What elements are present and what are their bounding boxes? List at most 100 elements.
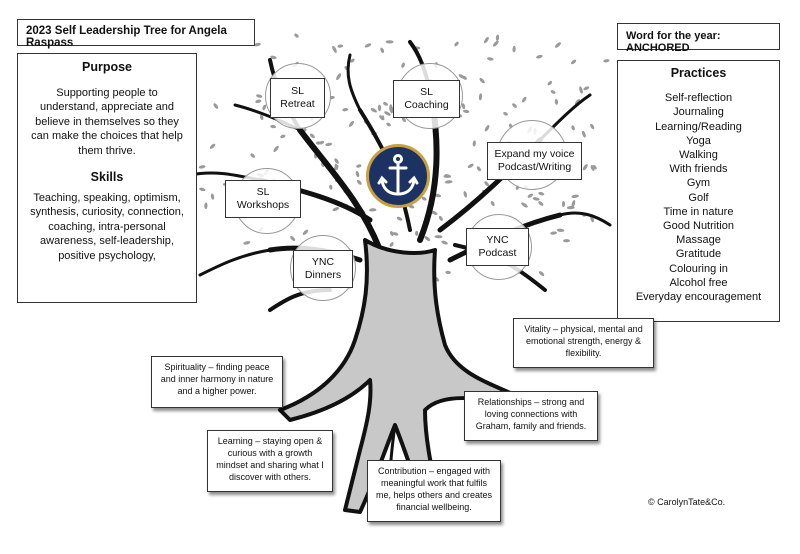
leaf-icon	[389, 231, 394, 236]
leaf-icon	[484, 125, 490, 132]
leaf-icon	[209, 143, 216, 149]
leaf-icon	[256, 94, 263, 98]
leaf-icon	[350, 58, 355, 63]
leaf-icon	[380, 115, 385, 121]
leaf-icon	[538, 201, 544, 206]
leaf-icon	[467, 163, 474, 169]
node-line: Retreat	[280, 98, 315, 110]
leaf-icon	[377, 104, 382, 112]
leaf-icon	[550, 231, 557, 235]
node-line: Expand my voice	[494, 148, 575, 160]
word-of-year: Word for the year: ANCHORED	[617, 23, 780, 54]
page-title: 2023 Self Leadership Tree for Angela Ras…	[17, 19, 255, 49]
leaf-icon	[380, 47, 385, 53]
leaf-icon	[262, 104, 267, 111]
leaf-icon	[255, 99, 262, 104]
leaf-icon	[490, 201, 495, 206]
leaf-icon	[521, 96, 527, 103]
leaf-icon	[333, 165, 339, 171]
leaf-icon	[571, 194, 579, 198]
leaf-icon	[424, 236, 431, 242]
leaf-icon	[370, 107, 377, 113]
callout-spirituality: Spirituality – finding peace and inner h…	[151, 356, 283, 408]
node-line: Workshops	[236, 199, 290, 211]
practice-item: Massage	[676, 234, 721, 247]
node-line: SL	[291, 85, 304, 97]
callout-vitality: Vitality – physical, mental and emotiona…	[513, 318, 654, 368]
leaf-icon	[458, 74, 465, 79]
leaf-icon	[401, 62, 405, 68]
leaf-icon	[503, 111, 508, 116]
leaf-icon	[538, 191, 545, 196]
purpose-panel: Purpose Supporting people to understand,…	[17, 53, 197, 303]
callout-contribution: Contribution – engaged with meaningful w…	[367, 460, 501, 522]
practice-item: Alcohol free	[669, 276, 728, 289]
leaf-icon	[369, 208, 377, 212]
leaf-icon	[329, 184, 333, 190]
leaf-icon	[463, 191, 468, 198]
copyright-text: © CarolynTate&Co.	[648, 497, 726, 507]
leaf-icon	[581, 130, 586, 138]
leaf-icon	[512, 45, 516, 53]
leaf-icon	[472, 140, 476, 147]
leaf-icon	[547, 80, 553, 86]
leaf-icon	[294, 33, 299, 38]
practice-item: Yoga	[686, 134, 711, 147]
practice-item: Gratitude	[675, 248, 722, 261]
skills-heading: Skills	[90, 170, 124, 184]
leaf-icon	[386, 122, 391, 127]
leaf-icon	[390, 106, 394, 114]
leaf-icon	[495, 34, 500, 41]
leaf-icon	[392, 232, 399, 236]
leaf-icon	[592, 164, 597, 170]
node-line: Podcast/Writing	[497, 161, 572, 173]
practices-heading: Practices	[670, 66, 727, 80]
leaf-icon	[512, 103, 517, 108]
practice-item: Walking	[679, 149, 718, 162]
leaf-icon	[555, 42, 561, 48]
leaf-icon	[349, 120, 354, 127]
leaf-icon	[536, 54, 543, 59]
leaf-icon	[570, 59, 577, 65]
leaf-icon	[579, 86, 583, 94]
leaf-icon	[563, 239, 570, 243]
leaf-icon	[384, 111, 391, 116]
leaf-icon	[204, 202, 208, 210]
practice-item: Good Nutrition	[663, 220, 734, 233]
node-line: Dinners	[304, 269, 342, 281]
leaf-icon	[430, 210, 438, 215]
leaf-icon	[199, 187, 206, 192]
leaf-icon	[355, 170, 360, 178]
anchor-emblem	[366, 144, 430, 208]
leaf-icon	[444, 180, 453, 184]
leaf-icon	[438, 215, 443, 221]
leaf-icon	[270, 55, 277, 60]
leaf-icon	[415, 230, 419, 236]
leaf-icon	[582, 164, 588, 171]
leaf-icon	[476, 166, 481, 172]
practice-item: Gym	[686, 177, 711, 190]
leaf-icon	[483, 36, 489, 44]
leaf-icon	[556, 228, 565, 232]
node-line: YNC	[486, 234, 509, 246]
practice-item: Everyday encouragement	[635, 291, 762, 304]
leaf-icon	[385, 40, 394, 44]
node-line: SL	[420, 86, 433, 98]
leaf-icon	[270, 124, 276, 129]
leaf-icon	[364, 43, 372, 48]
leaf-icon	[554, 99, 559, 105]
leaf-icon	[273, 145, 279, 153]
practice-item: Time in nature	[663, 205, 734, 218]
leaf-icon	[334, 158, 339, 164]
leaf-icon	[443, 174, 451, 178]
leaf-icon	[280, 134, 286, 139]
leaf-icon	[521, 202, 528, 208]
leaf-icon	[383, 102, 388, 106]
leaf-icon	[253, 42, 261, 47]
leaf-icon	[487, 57, 494, 61]
